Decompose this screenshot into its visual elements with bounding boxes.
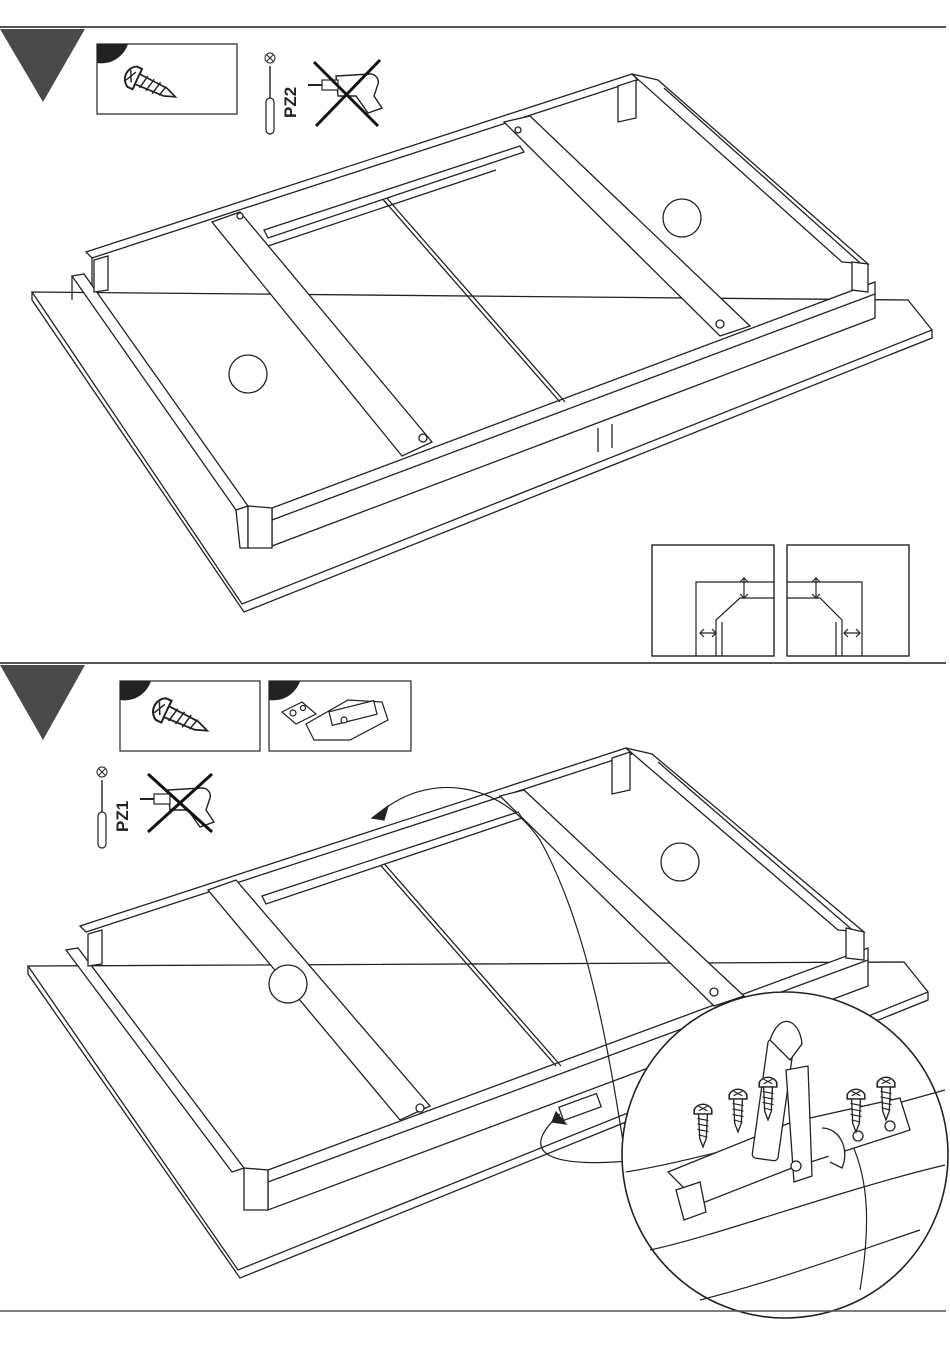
power-drill-not-allowed-icon [140, 774, 214, 832]
power-drill-not-allowed-icon [308, 60, 382, 126]
step-marker-triangle [0, 29, 85, 102]
latch-part-box [269, 681, 411, 751]
screw-part-box [120, 681, 260, 751]
left-corner-gap-detail [652, 545, 774, 656]
step-marker-triangle [0, 665, 85, 740]
screw-part-box [97, 44, 237, 114]
latch-magnified-detail [622, 992, 948, 1318]
step-2: PZ1 [0, 663, 948, 1318]
drawer-frame-illustration [32, 74, 932, 612]
step-1: PZ2 [0, 27, 946, 656]
screwdriver-icon [97, 767, 107, 848]
right-corner-gap-detail [787, 545, 909, 656]
bit-size-label: PZ2 [281, 87, 300, 118]
bit-size-label: PZ1 [113, 801, 132, 832]
screwdriver-icon [265, 53, 275, 134]
